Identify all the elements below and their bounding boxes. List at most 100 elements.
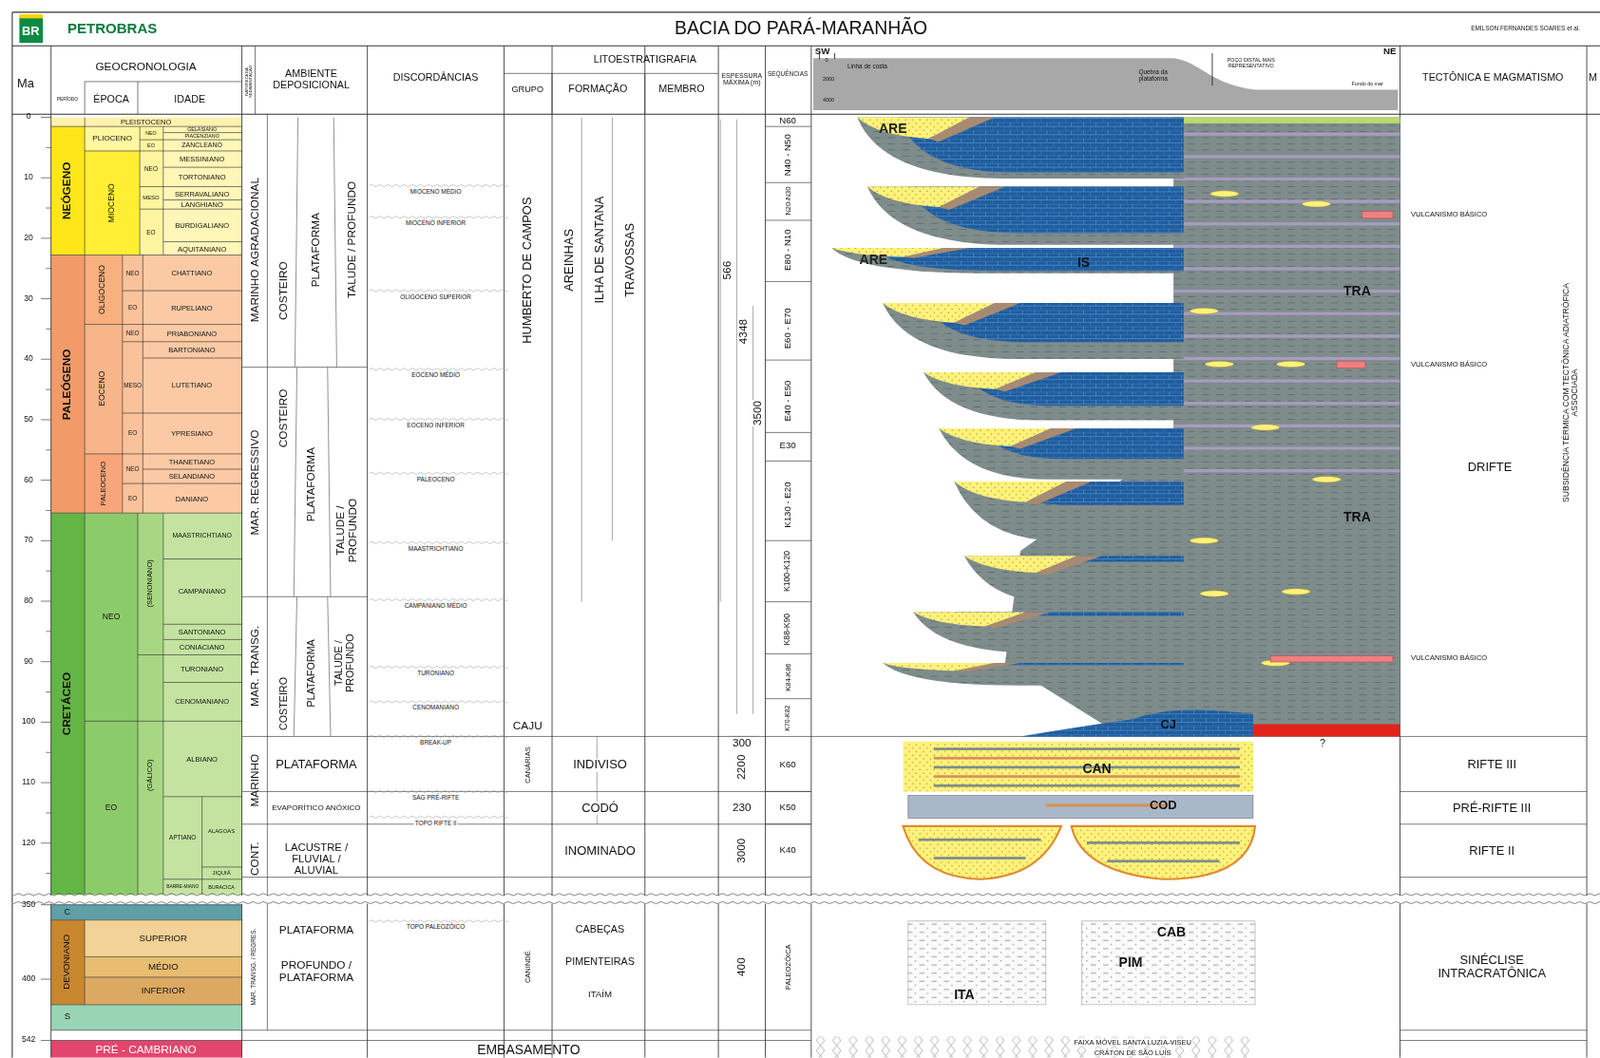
grid-line	[40, 540, 52, 542]
chart-label: TALUDE / PROFUNDO	[334, 628, 357, 700]
chart-label: E40 - E50	[782, 380, 793, 422]
chart-label: PALEÓGENO	[61, 349, 74, 421]
chart-label: PIMENTEIRAS	[565, 956, 635, 968]
sand-lens	[1200, 590, 1229, 597]
chart-label: SINÉCLISE INTRACRATÔNICA	[1425, 954, 1559, 981]
grid-line	[162, 126, 164, 255]
grid-line	[122, 412, 243, 414]
profile-marker	[819, 51, 1212, 87]
rift-strata	[933, 757, 1240, 761]
chart-label: LITOESTRATIGRAFIA	[593, 55, 697, 66]
sand-lens	[1301, 201, 1331, 208]
chart-label: MARINHO	[248, 754, 261, 808]
chart-label: IDADE	[173, 95, 206, 106]
grid-line	[163, 167, 243, 169]
chart-label: BREAK-UP	[419, 739, 453, 746]
grid-line	[40, 979, 52, 981]
era-band	[51, 920, 85, 1006]
chart-label: 40	[23, 355, 34, 364]
chart-label: MIOCENO INFERIOR	[404, 220, 468, 228]
grid-line	[45, 208, 51, 210]
grid-line	[40, 116, 52, 118]
graben-strata	[1106, 859, 1220, 863]
shale-tongue	[913, 611, 1184, 653]
grid-line	[765, 460, 812, 462]
chart-label: EO	[128, 495, 137, 502]
condensed-band	[1173, 469, 1400, 473]
chart-label: TURONIANO	[180, 665, 224, 673]
grid-line	[136, 81, 138, 115]
chart-label: ARE	[859, 253, 888, 268]
chart-label: 3000	[736, 838, 748, 864]
chart-label: 2200	[736, 754, 748, 780]
era-band	[122, 255, 143, 515]
chart-label: RIFTE II	[1468, 844, 1515, 858]
chart-label: K88-K90	[783, 613, 793, 646]
volcanic-rock	[1336, 361, 1366, 369]
grid-line	[765, 182, 812, 184]
condensed-band	[1173, 133, 1400, 136]
chart-label: HUMBERTO DE CAMPOS	[520, 197, 534, 344]
chart-label: RIFTE III	[1466, 759, 1517, 773]
grid-line	[139, 139, 242, 141]
chart-label: EOCENO	[98, 371, 108, 407]
chart-label: MAR. REGRESSIVO	[248, 430, 261, 536]
chart-label: LACUSTRE / FLUVIAL / ALUVIAL	[270, 842, 363, 877]
sand-wedge	[923, 372, 1036, 390]
grid-line	[122, 341, 243, 343]
chart-label: NEO	[126, 465, 140, 473]
sand-lens	[1189, 307, 1219, 314]
chart-label: 3500	[752, 400, 764, 427]
grid-line	[1586, 45, 1588, 1058]
chart-label: JIQUIÁ	[212, 870, 231, 877]
carbonate-caju	[1020, 710, 1254, 738]
chart-label: CENOMANIANO	[411, 704, 460, 712]
era-band	[84, 454, 123, 514]
chart-label: 566	[722, 260, 734, 282]
shale-tongue	[857, 117, 1184, 179]
chart-label: K50	[780, 803, 797, 814]
sand-lens	[1189, 537, 1219, 544]
chart-label: 400	[21, 975, 36, 985]
chart-label: E60 - E70	[782, 307, 793, 349]
grid-line	[139, 126, 141, 255]
chart-label: MIOCENO MÉDIO	[409, 189, 463, 196]
chart-label: PALEOCENO	[99, 461, 108, 506]
grid-line	[84, 80, 242, 82]
grid-line	[764, 45, 766, 1058]
chart-label: EMBASAMENTO	[476, 1043, 580, 1058]
grid-line	[84, 453, 242, 455]
basement-block	[812, 1036, 1256, 1058]
chart-label: PIM	[1119, 956, 1143, 972]
grid-line	[12, 45, 1600, 47]
grid-line	[1400, 736, 1588, 738]
chart-label: LUTETIANO	[171, 381, 212, 390]
chart-label: DEVONIANO	[62, 934, 73, 991]
era-band	[51, 117, 243, 128]
facies-boundary	[293, 367, 297, 598]
grid-line	[45, 752, 51, 754]
chart-label: PLATAFORMA	[310, 212, 323, 287]
chart-label: NEO	[144, 165, 158, 172]
chart-label: 350	[21, 900, 36, 910]
grid-line	[241, 45, 243, 1058]
chart-label: EO	[147, 142, 155, 149]
grid-line	[45, 510, 51, 512]
grid-line	[142, 469, 242, 471]
sand-lens	[1312, 476, 1341, 483]
condensed-band	[1173, 334, 1400, 338]
grid-line	[84, 117, 86, 896]
shale-tongue	[964, 555, 1184, 604]
grid-line	[1400, 876, 1588, 878]
condensed-band	[1173, 177, 1400, 181]
grid-line	[1400, 1040, 1588, 1042]
chart-label: 20	[23, 234, 34, 244]
chart-label: (GÁLICO)	[146, 760, 154, 792]
chart-label: 80	[23, 596, 34, 606]
unconformity-line	[369, 472, 509, 475]
chart-label: 90	[23, 658, 34, 667]
break-line	[13, 901, 1600, 904]
top-band	[1173, 117, 1400, 124]
chart-label: TALUDE / PROFUNDO	[335, 490, 360, 572]
chart-label: NE	[1383, 47, 1396, 58]
